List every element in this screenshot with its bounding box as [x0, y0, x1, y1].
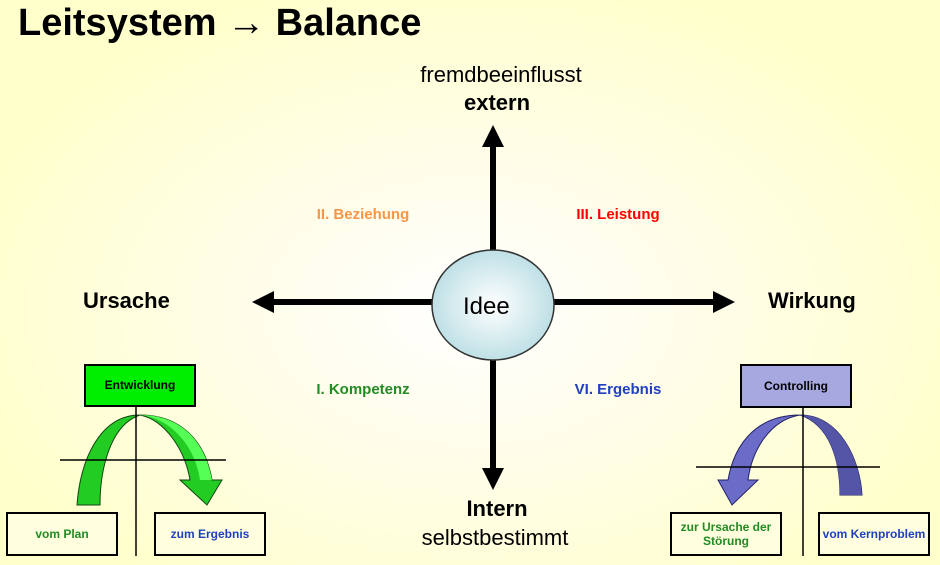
quadrant-beziehung: II. Beziehung	[316, 206, 410, 223]
right-cycle-arrow	[696, 398, 880, 556]
axis-right-label: Wirkung	[768, 288, 856, 313]
axis-top-label: extern	[463, 90, 531, 115]
page-title: Leitsystem → Balance	[18, 2, 422, 44]
vom-plan-label: vom Plan	[35, 526, 89, 541]
vom-kernproblem-box: vom Kernproblem	[818, 512, 930, 556]
axis-left-arrow	[252, 291, 435, 313]
idea-label: Idee	[463, 293, 510, 320]
controlling-label: Controlling	[764, 378, 828, 393]
axis-top-sublabel: fremdbeeinflusst	[420, 62, 582, 87]
axis-right-arrow	[552, 291, 735, 313]
axis-left-label: Ursache	[83, 288, 170, 313]
zum-ergebnis-box: zum Ergebnis	[154, 512, 266, 556]
quadrant-kompetenz: I. Kompetenz	[316, 381, 410, 398]
entwicklung-box: Entwicklung	[84, 364, 196, 407]
zum-ergebnis-label: zum Ergebnis	[170, 526, 250, 541]
axis-up-arrow	[482, 125, 504, 255]
controlling-box: Controlling	[740, 364, 852, 408]
vom-plan-box: vom Plan	[6, 512, 118, 556]
axis-down-arrow	[482, 360, 504, 490]
vom-kernproblem-label: vom Kernproblem	[822, 526, 926, 541]
axis-bottom-label: Intern	[466, 496, 528, 521]
quadrant-ergebnis: VI. Ergebnis	[574, 381, 662, 398]
left-cycle-arrow	[60, 397, 226, 556]
quadrant-leistung: III. Leistung	[576, 206, 660, 223]
entwicklung-label: Entwicklung	[104, 378, 176, 393]
zur-ursache-label: zur Ursache der Störung	[680, 519, 772, 548]
zur-ursache-box: zur Ursache der Störung	[670, 512, 782, 556]
idea-circle	[431, 249, 555, 361]
axis-bottom-sublabel: selbstbestimmt	[421, 525, 569, 550]
